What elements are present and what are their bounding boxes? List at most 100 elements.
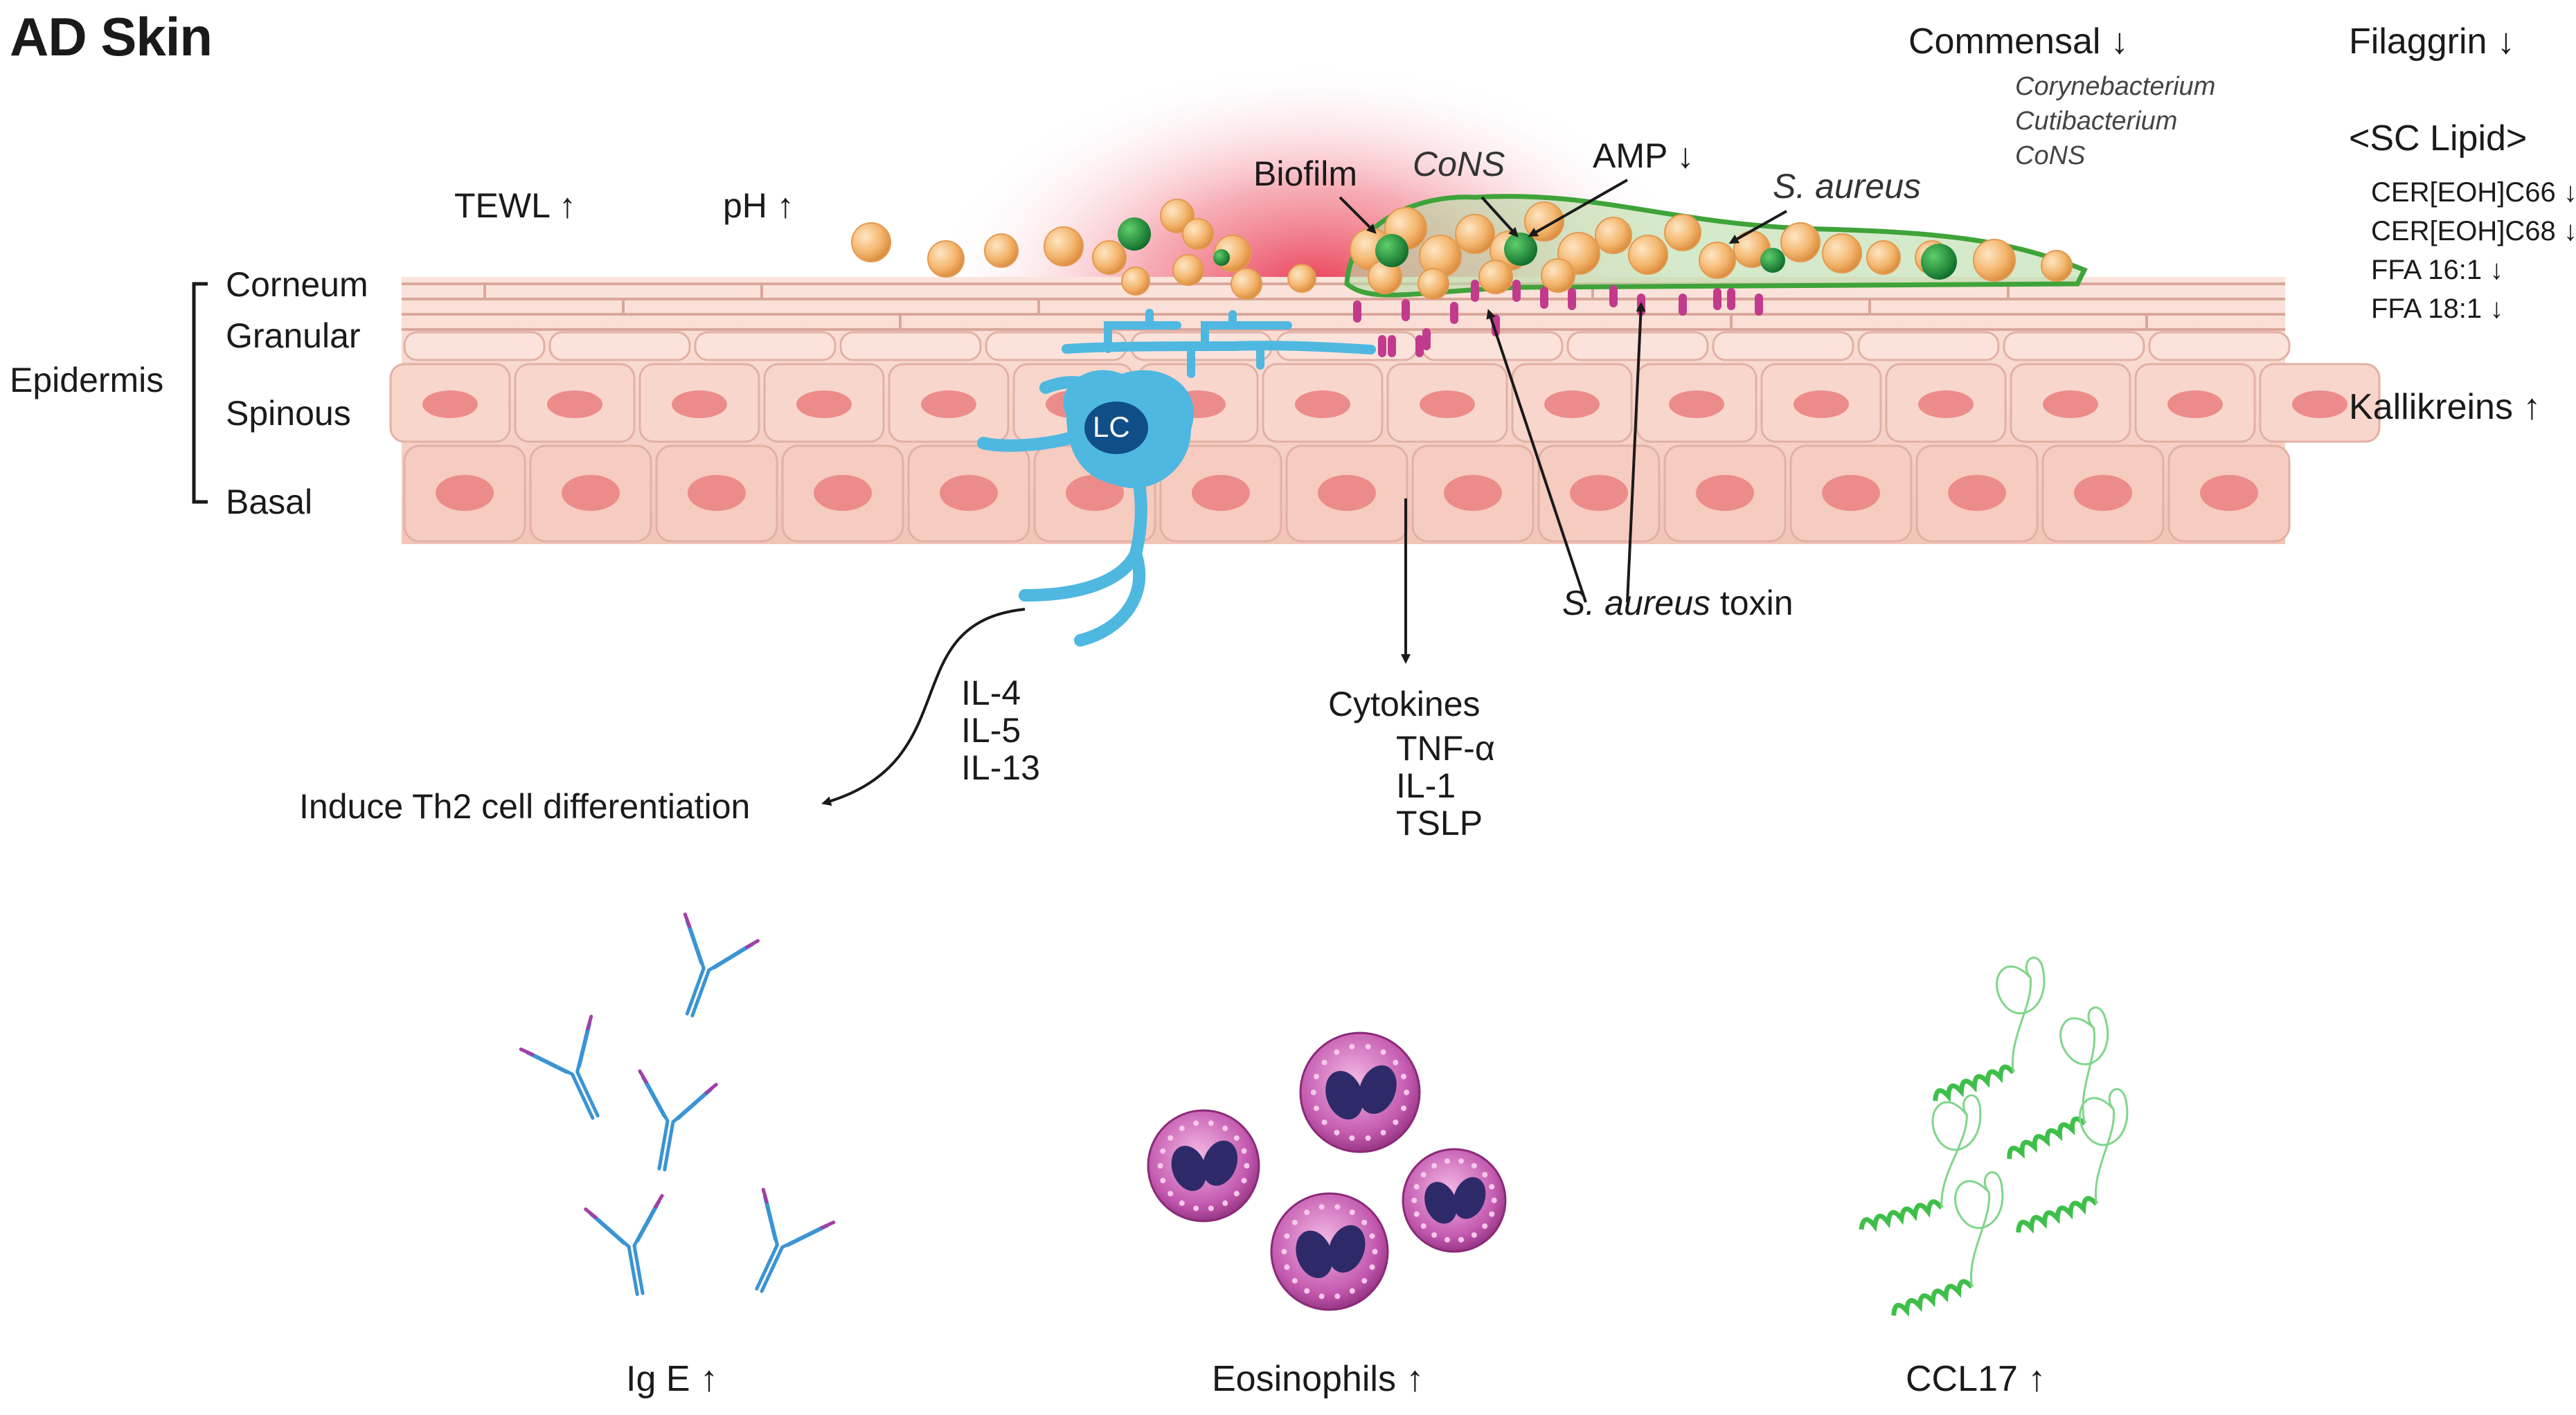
ph-label: pH ↑ — [723, 186, 794, 225]
staph-aureus-cell — [1287, 264, 1316, 293]
granular-cell — [1712, 331, 1854, 361]
staph-aureus-cell — [1182, 218, 1214, 250]
spinous-nucleus — [1669, 390, 1724, 418]
basal-nucleus — [1948, 475, 2006, 511]
staph-aureus-cell — [851, 222, 891, 262]
granular-cell — [2148, 331, 2291, 361]
ige-antibody — [584, 1193, 664, 1297]
spinous-nucleus — [1420, 390, 1475, 418]
staph-aureus-cell — [984, 233, 1019, 268]
spinous-label: Spinous — [226, 394, 351, 433]
staph-aureus-cell — [1973, 239, 2016, 282]
toxin-molecule — [1402, 299, 1410, 321]
toxin-molecule — [1540, 287, 1548, 309]
staph-aureus-cell — [927, 240, 965, 278]
staph-aureus-cell — [1092, 240, 1127, 275]
basal-nucleus — [1318, 475, 1376, 511]
langerhans-cell — [977, 309, 1376, 647]
corneum-layer — [402, 282, 2285, 331]
spinous-nucleus — [1295, 390, 1350, 418]
staph-aureus-cell — [1628, 235, 1668, 275]
toxin-molecule — [1679, 294, 1687, 316]
staph-aureus-cell — [1541, 258, 1575, 293]
tewl-label: TEWL ↑ — [454, 186, 576, 225]
basal-layer — [403, 444, 2291, 543]
spinous-nucleus — [672, 390, 727, 418]
ige-label: Ig E ↑ — [626, 1359, 718, 1399]
s-aureus-label: S. aureus — [1773, 167, 1922, 206]
cytokine-item: IL-1 — [1396, 766, 1456, 805]
spinous-nucleus — [547, 390, 602, 418]
commensal-species-1: Corynebacterium — [2015, 72, 2216, 101]
basal-nucleus — [814, 475, 872, 511]
staph-aureus-cell — [2041, 250, 2073, 282]
corneum-label: Corneum — [226, 265, 368, 304]
basal-nucleus — [1570, 475, 1628, 511]
toxin-molecule — [1388, 335, 1396, 357]
staph-aureus-cell — [1455, 214, 1495, 254]
staph-aureus-cell — [1780, 222, 1821, 262]
ccl17-chemokine — [1859, 1094, 1982, 1232]
toxin-molecule — [1568, 288, 1576, 310]
granular-layer — [403, 331, 2291, 361]
sc-lipid-header: <SC Lipid> — [2349, 118, 2528, 159]
eosinophil — [1147, 1109, 1260, 1223]
staph-aureus-cell — [1664, 214, 1701, 251]
basal-nucleus — [436, 475, 494, 511]
commensal-label: Commensal ↓ — [1908, 21, 2129, 62]
toxin-molecules — [1353, 280, 1763, 357]
basal-nucleus — [1066, 475, 1124, 511]
interleukin-item: IL-5 — [961, 711, 1021, 750]
toxin-label-species: S. aureus — [1562, 584, 1711, 622]
ccl17-chemokines — [1859, 956, 2129, 1317]
lipid-item: FFA 18:1 ↓ — [2371, 294, 2504, 324]
spinous-nucleus — [1918, 390, 1974, 418]
commensal-cons-cell — [1921, 244, 1957, 280]
granular-cell — [548, 331, 691, 361]
commensal-species-3: CoNS — [2015, 141, 2086, 170]
biofilm-label: Biofilm — [1253, 154, 1358, 193]
toxin-molecule — [1450, 302, 1458, 324]
toxin-molecule — [1492, 314, 1500, 336]
ige-antibody — [755, 1187, 836, 1293]
commensal-cons-cell — [1213, 249, 1230, 266]
commensal-cons-cell — [1504, 233, 1537, 266]
granular-cell — [1857, 331, 2000, 361]
ige-antibody — [683, 912, 760, 1018]
basal-nucleus — [1444, 475, 1502, 511]
epidermis-label: Epidermis — [10, 361, 164, 399]
staph-aureus-cell — [1044, 226, 1084, 267]
amp-label: AMP ↓ — [1593, 136, 1694, 175]
basal-nucleus — [940, 475, 998, 511]
granular-cell — [694, 331, 837, 361]
staph-aureus-cell — [1595, 217, 1632, 254]
cons-label: CoNS — [1413, 145, 1505, 183]
toxin-molecule — [1353, 300, 1361, 323]
toxin-molecule — [1415, 335, 1424, 357]
eosinophil — [1402, 1148, 1507, 1253]
ige-antibodies — [519, 912, 836, 1297]
basal-nucleus — [1822, 475, 1880, 511]
spinous-nucleus — [2292, 390, 2347, 418]
spinous-nucleus — [422, 390, 478, 418]
basal-nucleus — [688, 475, 746, 511]
basal-nucleus — [1696, 475, 1754, 511]
lipid-item: CER[EOH]C68 ↓ — [2371, 216, 2576, 246]
granular-cell — [1421, 331, 1564, 361]
ccl17-chemokine — [1933, 956, 2046, 1103]
toxin-molecule — [1713, 288, 1721, 310]
staph-aureus-cell — [1121, 267, 1150, 296]
granular-cell — [839, 331, 982, 361]
th2-label: Induce Th2 cell differentiation — [299, 787, 751, 826]
spinous-nucleus — [796, 390, 852, 418]
staph-aureus-cell — [1866, 240, 1901, 275]
ige-antibody — [519, 1014, 600, 1120]
commensal-cons-cell — [1375, 234, 1408, 267]
staph-aureus-cell — [1231, 268, 1262, 300]
staph-aureus-cell — [1417, 268, 1449, 300]
toxin-molecule — [1609, 285, 1618, 307]
spinous-nucleus — [2043, 390, 2098, 418]
ccl17-chemokine — [2016, 1088, 2129, 1234]
ccl17-label: CCL17 ↑ — [1906, 1359, 2046, 1399]
lc-label: LC — [1093, 411, 1130, 443]
